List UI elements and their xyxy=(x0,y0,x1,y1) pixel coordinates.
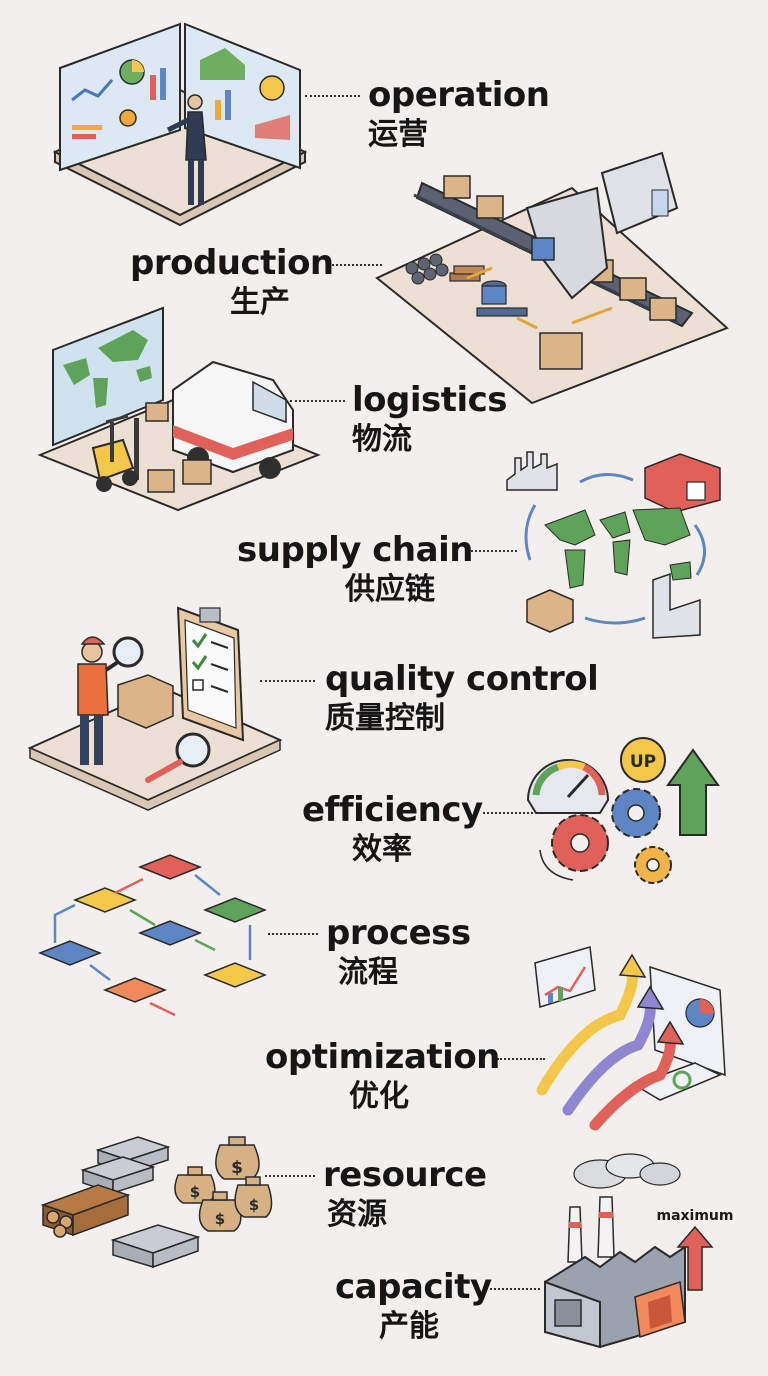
term-english: logistics xyxy=(352,380,508,420)
svg-text:$: $ xyxy=(215,1210,225,1228)
term-supply-chain: supply chain 供应链 xyxy=(237,533,473,605)
leader-quality-control xyxy=(260,680,315,682)
delivery-van-forklift-icon xyxy=(37,306,321,512)
svg-text:$: $ xyxy=(231,1158,243,1178)
leader-production xyxy=(332,264,382,266)
metal-wood-money-icon: $ $ $ $ xyxy=(40,1136,273,1269)
leader-supply-chain xyxy=(467,550,517,552)
term-english: resource xyxy=(323,1155,487,1195)
svg-text:$: $ xyxy=(249,1196,259,1214)
term-chinese: 供应链 xyxy=(345,572,435,607)
term-efficiency: efficiency 效率 xyxy=(302,793,483,865)
term-capacity: capacity 产能 xyxy=(335,1270,492,1342)
term-process: process 流程 xyxy=(326,916,471,988)
leader-operation xyxy=(305,95,360,97)
leader-process xyxy=(268,933,318,935)
svg-text:$: $ xyxy=(190,1183,200,1201)
leader-efficiency xyxy=(483,812,533,814)
term-chinese: 质量控制 xyxy=(325,701,445,736)
term-optimization: optimization 优化 xyxy=(265,1040,500,1112)
up-badge-text: UP xyxy=(630,752,656,772)
term-english: quality control xyxy=(325,659,599,699)
term-operation: operation 运营 xyxy=(368,75,550,152)
leader-optimization xyxy=(497,1058,545,1060)
term-production: production 生产 xyxy=(130,246,334,318)
term-chinese: 生产 xyxy=(230,285,290,320)
term-chinese: 产能 xyxy=(379,1309,439,1344)
dashboard-room-icon xyxy=(52,22,308,227)
leader-resource xyxy=(265,1175,315,1177)
flowchart-icon xyxy=(37,854,268,1017)
rising-arrows-icon xyxy=(534,946,726,1131)
leader-logistics xyxy=(290,400,345,402)
term-chinese: 流程 xyxy=(338,955,398,990)
maximum-label: maximum xyxy=(656,1208,733,1224)
world-map-cycle-icon xyxy=(506,451,721,639)
term-english: supply chain xyxy=(237,530,473,570)
term-quality-control: quality control 质量控制 xyxy=(325,659,599,736)
factory-icon: maximum xyxy=(544,1153,734,1349)
term-english: capacity xyxy=(335,1267,492,1307)
term-english: optimization xyxy=(265,1037,500,1077)
term-chinese: 优化 xyxy=(349,1079,409,1114)
term-resource: resource 资源 xyxy=(323,1158,487,1230)
term-chinese: 资源 xyxy=(327,1197,387,1232)
term-logistics: logistics 物流 xyxy=(352,380,508,457)
conveyor-belt-icon xyxy=(375,151,729,405)
term-english: operation xyxy=(368,75,550,115)
term-chinese: 运营 xyxy=(368,117,428,152)
term-english: production xyxy=(130,243,334,283)
term-english: process xyxy=(326,913,471,953)
gauge-gears-icon: UP xyxy=(526,737,720,884)
term-chinese: 效率 xyxy=(352,832,412,867)
inspector-checklist-icon xyxy=(27,606,283,811)
term-chinese: 物流 xyxy=(352,422,412,457)
term-english: efficiency xyxy=(302,790,483,830)
leader-capacity xyxy=(490,1288,540,1290)
